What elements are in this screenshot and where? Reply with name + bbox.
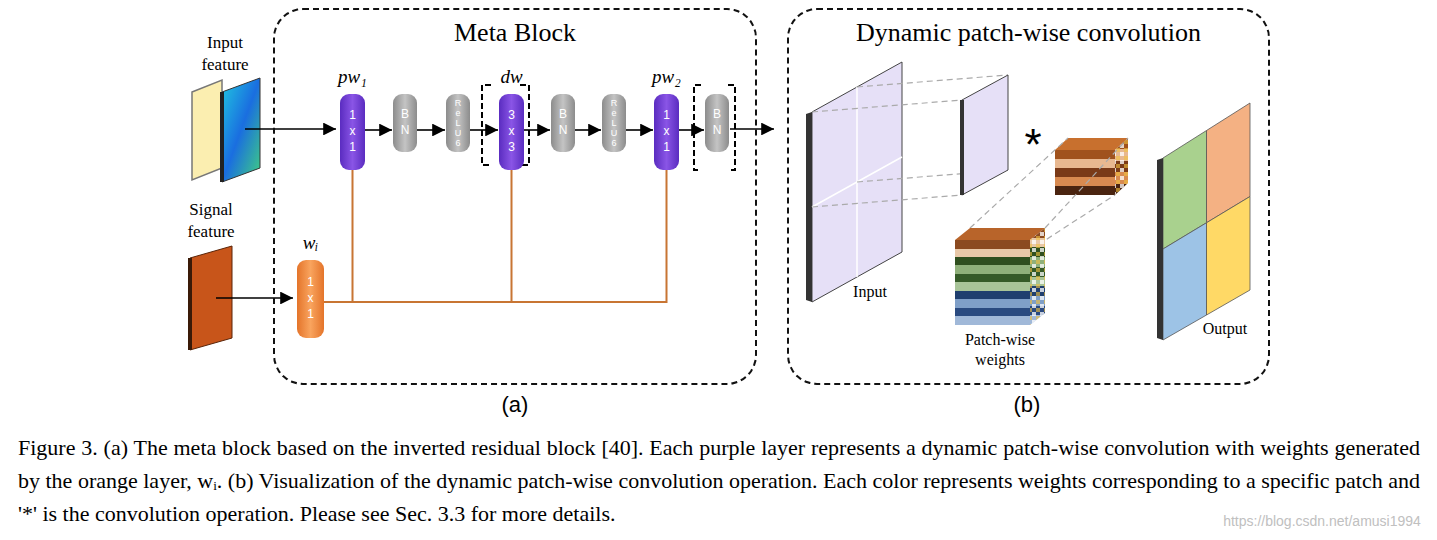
projection-line bbox=[812, 100, 962, 112]
weight-line bbox=[324, 170, 353, 302]
projection-line bbox=[857, 75, 1008, 87]
weight-cube-checker bbox=[1115, 138, 1128, 195]
dynamic-conv-layer: pw₂1x1 bbox=[654, 94, 679, 170]
layer-name: wᵢ bbox=[273, 232, 348, 254]
plane-label: Output bbox=[1190, 319, 1260, 339]
activation-layer: ReLU6 bbox=[446, 94, 470, 152]
input-arrow bbox=[245, 128, 336, 130]
weight-tensor-checker bbox=[1030, 228, 1045, 325]
batchnorm-layer: BN bbox=[705, 94, 729, 152]
flow-arrow bbox=[575, 129, 601, 131]
projection-line bbox=[812, 195, 962, 207]
watermark: https://blog.csdn.net/amusi1994 bbox=[1202, 512, 1437, 530]
signal-map-edge bbox=[188, 258, 192, 350]
layer-label: BN bbox=[398, 107, 412, 139]
layer-label: ReLU6 bbox=[609, 98, 619, 148]
bracket bbox=[694, 85, 701, 170]
feature-map-edge bbox=[220, 92, 224, 182]
flow-arrow bbox=[365, 129, 392, 131]
layer-label: BN bbox=[710, 107, 724, 139]
projection-line bbox=[1045, 138, 1128, 228]
weight-tensor bbox=[1030, 228, 1045, 325]
tensor-label: Patch-wise weights bbox=[950, 330, 1050, 370]
panel-title: Meta Block bbox=[275, 18, 755, 48]
layer-label: 1x1 bbox=[660, 108, 674, 156]
activation-layer: ReLU6 bbox=[602, 94, 626, 152]
plane-label: Input bbox=[840, 282, 900, 302]
weight-line bbox=[324, 170, 667, 302]
output-arrow bbox=[730, 128, 774, 130]
weight-tensor bbox=[955, 240, 1030, 325]
feature-map bbox=[222, 78, 260, 182]
output-plane-edge bbox=[1157, 158, 1163, 340]
flow-arrow bbox=[679, 129, 704, 131]
panel-title: Dynamic patch-wise convolution bbox=[789, 18, 1268, 48]
layer-label: 1x1 bbox=[346, 108, 360, 156]
layer-label: 1x1 bbox=[304, 275, 318, 323]
layer-label: ReLU6 bbox=[453, 98, 463, 148]
weight-cube bbox=[1055, 150, 1115, 195]
layer-label: 3x3 bbox=[505, 108, 519, 156]
patch-plane-edge bbox=[960, 100, 964, 195]
bracket bbox=[728, 85, 735, 170]
patch-plane bbox=[962, 75, 1008, 195]
subfigure-label: (a) bbox=[490, 392, 540, 418]
bracket bbox=[482, 85, 491, 165]
layer-name: pw₂ bbox=[630, 66, 703, 88]
output-patch bbox=[1207, 197, 1251, 316]
block-panel: Meta Blockpw₁1x1BNReLU6dw3x3BNReLU6pw₂1x… bbox=[273, 8, 757, 385]
flow-arrow bbox=[626, 129, 653, 131]
signal-arrow bbox=[216, 297, 293, 299]
weight-generator: wᵢ1x1 bbox=[297, 260, 324, 338]
flow-arrow bbox=[417, 129, 445, 131]
batchnorm-layer: BN bbox=[551, 94, 575, 152]
layer-name: dw bbox=[475, 66, 548, 88]
layer-label: BN bbox=[556, 107, 570, 139]
flow-arrow bbox=[470, 129, 498, 131]
subfigure-label: (b) bbox=[1002, 392, 1052, 418]
dynamic-conv-layer: dw3x3 bbox=[499, 94, 524, 170]
dynamic-conv-layer: pw₁1x1 bbox=[340, 94, 365, 170]
weight-tensor bbox=[955, 228, 1045, 240]
layer-name: pw₁ bbox=[316, 66, 389, 88]
figure-caption: Figure 3. (a) The meta block based on th… bbox=[18, 431, 1420, 530]
input-plane-edge bbox=[806, 112, 812, 302]
flow-arrow bbox=[524, 129, 550, 131]
convolution-symbol: * bbox=[1016, 120, 1050, 170]
output-patch bbox=[1163, 223, 1207, 340]
projection-line bbox=[970, 138, 1068, 228]
visualization-panel: Dynamic patch-wise convolution bbox=[787, 8, 1270, 385]
batchnorm-layer: BN bbox=[393, 94, 417, 152]
weight-line bbox=[324, 170, 512, 302]
input-label: Input feature bbox=[190, 32, 260, 76]
weight-cube bbox=[1115, 138, 1128, 195]
signal-label: Signal feature bbox=[176, 199, 246, 243]
feature-map bbox=[192, 80, 222, 180]
